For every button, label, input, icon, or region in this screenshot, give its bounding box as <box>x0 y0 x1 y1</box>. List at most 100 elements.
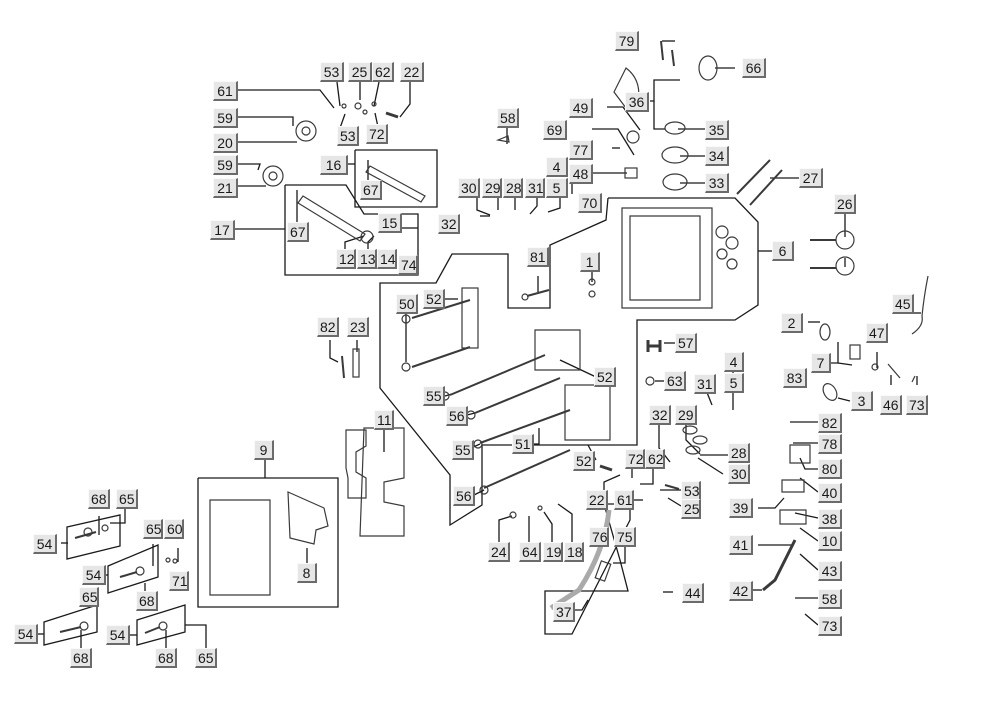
part-label-13[interactable]: 13 <box>357 249 377 269</box>
part-label-25[interactable]: 25 <box>348 62 372 82</box>
part-label-62[interactable]: 62 <box>645 449 665 469</box>
part-label-28[interactable]: 28 <box>728 443 750 463</box>
part-label-51[interactable]: 51 <box>512 434 534 454</box>
part-label-7[interactable]: 7 <box>811 353 831 373</box>
part-label-61[interactable]: 61 <box>614 490 634 510</box>
part-label-31[interactable]: 31 <box>525 178 545 198</box>
part-label-67[interactable]: 67 <box>360 180 382 200</box>
part-label-55[interactable]: 55 <box>452 440 474 460</box>
part-label-65[interactable]: 65 <box>79 587 99 607</box>
part-label-18[interactable]: 18 <box>564 542 584 562</box>
part-label-73[interactable]: 73 <box>818 616 842 636</box>
part-label-61[interactable]: 61 <box>213 81 238 101</box>
part-label-54[interactable]: 54 <box>33 534 57 554</box>
part-label-66[interactable]: 66 <box>742 58 766 78</box>
part-label-27[interactable]: 27 <box>799 168 823 188</box>
part-label-54[interactable]: 54 <box>106 625 130 645</box>
part-label-4[interactable]: 4 <box>546 157 568 177</box>
part-label-29[interactable]: 29 <box>675 405 697 425</box>
part-label-38[interactable]: 38 <box>818 509 842 529</box>
part-label-40[interactable]: 40 <box>818 483 842 503</box>
part-label-4[interactable]: 4 <box>724 352 744 372</box>
part-label-59[interactable]: 59 <box>213 155 238 175</box>
part-label-65[interactable]: 65 <box>143 519 163 539</box>
part-label-55[interactable]: 55 <box>423 386 445 406</box>
part-label-25[interactable]: 25 <box>681 499 701 519</box>
part-label-54[interactable]: 54 <box>14 624 38 644</box>
part-label-49[interactable]: 49 <box>569 98 593 118</box>
part-label-1[interactable]: 1 <box>580 252 600 272</box>
part-label-77[interactable]: 77 <box>569 140 593 160</box>
part-label-58[interactable]: 58 <box>497 108 519 128</box>
part-label-28[interactable]: 28 <box>503 178 523 198</box>
part-label-17[interactable]: 17 <box>210 220 235 240</box>
part-label-44[interactable]: 44 <box>682 583 704 603</box>
part-label-14[interactable]: 14 <box>377 249 397 269</box>
part-label-70[interactable]: 70 <box>578 193 602 213</box>
part-label-23[interactable]: 23 <box>347 317 369 337</box>
part-label-2[interactable]: 2 <box>781 313 803 333</box>
part-label-32[interactable]: 32 <box>649 405 671 425</box>
part-label-50[interactable]: 50 <box>396 294 418 314</box>
part-label-16[interactable]: 16 <box>320 155 348 175</box>
part-label-52[interactable]: 52 <box>573 451 595 471</box>
part-label-19[interactable]: 19 <box>543 542 563 562</box>
part-label-26[interactable]: 26 <box>834 194 856 214</box>
part-label-6[interactable]: 6 <box>772 241 794 261</box>
part-label-76[interactable]: 76 <box>589 527 609 547</box>
part-label-15[interactable]: 15 <box>378 213 402 233</box>
part-label-8[interactable]: 8 <box>297 563 317 583</box>
part-label-36[interactable]: 36 <box>625 92 649 112</box>
part-label-5[interactable]: 5 <box>546 178 568 198</box>
part-label-30[interactable]: 30 <box>458 178 480 198</box>
part-label-52[interactable]: 52 <box>423 289 445 309</box>
part-label-12[interactable]: 12 <box>336 249 356 269</box>
part-label-29[interactable]: 29 <box>482 178 502 198</box>
part-label-3[interactable]: 3 <box>851 391 873 411</box>
part-label-57[interactable]: 57 <box>675 333 697 353</box>
part-label-22[interactable]: 22 <box>400 62 424 82</box>
part-label-83[interactable]: 83 <box>783 368 807 388</box>
part-label-82[interactable]: 82 <box>317 317 339 337</box>
part-label-72[interactable]: 72 <box>366 124 388 144</box>
part-label-56[interactable]: 56 <box>446 406 468 426</box>
part-label-78[interactable]: 78 <box>818 434 842 454</box>
part-label-48[interactable]: 48 <box>569 164 593 184</box>
part-label-53[interactable]: 53 <box>681 481 701 501</box>
part-label-69[interactable]: 69 <box>543 120 567 140</box>
part-label-64[interactable]: 64 <box>519 542 541 562</box>
part-label-75[interactable]: 75 <box>614 527 636 547</box>
part-label-35[interactable]: 35 <box>705 120 729 140</box>
part-label-34[interactable]: 34 <box>705 146 729 166</box>
part-label-62[interactable]: 62 <box>372 62 394 82</box>
part-label-9[interactable]: 9 <box>254 440 274 460</box>
part-label-65[interactable]: 65 <box>195 648 217 668</box>
part-label-81[interactable]: 81 <box>527 247 549 267</box>
part-label-60[interactable]: 60 <box>164 519 184 539</box>
part-label-31[interactable]: 31 <box>694 374 716 394</box>
part-label-67[interactable]: 67 <box>287 222 309 242</box>
part-label-68[interactable]: 68 <box>136 591 158 611</box>
part-label-59[interactable]: 59 <box>213 108 238 128</box>
part-label-53[interactable]: 53 <box>337 126 359 146</box>
part-label-63[interactable]: 63 <box>664 371 686 391</box>
part-label-58[interactable]: 58 <box>818 589 842 609</box>
part-label-10[interactable]: 10 <box>818 531 842 551</box>
part-label-65[interactable]: 65 <box>116 489 138 509</box>
part-label-73[interactable]: 73 <box>906 395 928 415</box>
part-label-5[interactable]: 5 <box>724 373 744 393</box>
part-label-32[interactable]: 32 <box>438 214 460 234</box>
part-label-82[interactable]: 82 <box>818 413 842 433</box>
part-label-52[interactable]: 52 <box>594 367 616 387</box>
part-label-54[interactable]: 54 <box>82 565 106 585</box>
part-label-21[interactable]: 21 <box>213 178 238 198</box>
part-label-46[interactable]: 46 <box>880 395 902 415</box>
part-label-80[interactable]: 80 <box>818 459 842 479</box>
part-label-30[interactable]: 30 <box>728 464 750 484</box>
part-label-79[interactable]: 79 <box>615 31 639 51</box>
part-label-68[interactable]: 68 <box>70 648 92 668</box>
part-label-56[interactable]: 56 <box>453 486 475 506</box>
part-label-24[interactable]: 24 <box>488 542 510 562</box>
part-label-41[interactable]: 41 <box>729 535 753 555</box>
part-label-45[interactable]: 45 <box>892 294 914 314</box>
